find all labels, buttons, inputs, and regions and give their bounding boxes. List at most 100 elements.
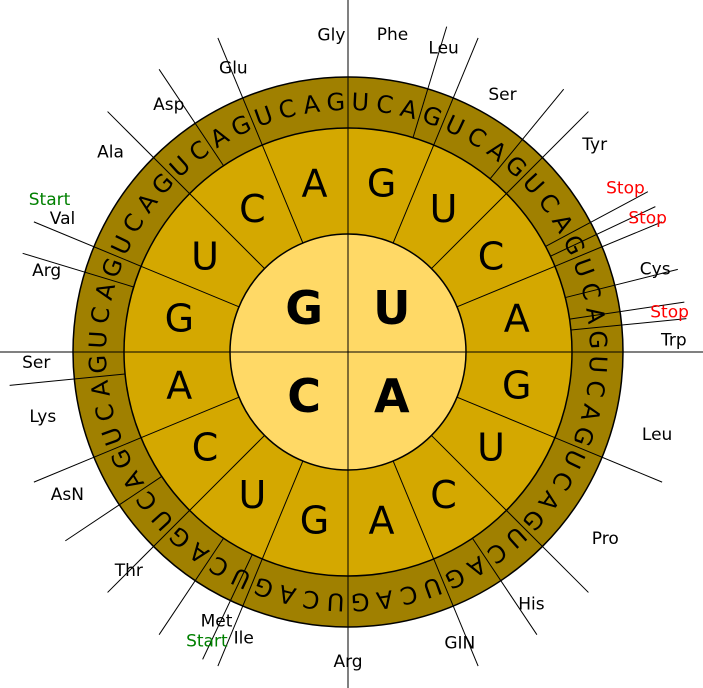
codon-group-divider: [107, 510, 190, 593]
third-base-letter: U: [326, 587, 345, 616]
second-base-letter: A: [369, 499, 395, 543]
amino-acid-label: Trp: [660, 331, 687, 351]
codon-group-divider: [33, 437, 142, 483]
sector-divider: [431, 193, 507, 269]
start-label: Start: [186, 631, 228, 651]
codon-group-divider: [506, 510, 589, 593]
second-base-letter: G: [300, 499, 329, 543]
sector-divider: [140, 265, 240, 308]
codon-group-divider: [433, 37, 479, 146]
sector-divider: [189, 193, 265, 269]
first-base-letter: G: [285, 281, 323, 335]
third-base-letter: C: [374, 90, 395, 120]
third-base-letter: A: [397, 94, 420, 125]
third-base-letter: C: [301, 584, 322, 614]
codon-group-divider: [506, 111, 589, 194]
amino-acid-label: Lys: [29, 407, 56, 427]
codon-group-divider: [472, 537, 538, 635]
third-base-letter: G: [350, 587, 370, 616]
amino-acid-label: Asp: [153, 95, 184, 115]
codon-group-divider: [554, 221, 663, 267]
amino-acid-label: His: [518, 594, 545, 614]
first-base-letter: U: [373, 281, 410, 335]
sector-divider: [456, 265, 556, 308]
third-base-letter: A: [575, 401, 606, 424]
second-base-letter: G: [502, 364, 531, 408]
second-base-letter: U: [477, 426, 505, 470]
second-base-letter: A: [504, 296, 530, 340]
sector-divider: [261, 144, 304, 244]
second-base-letter: G: [367, 161, 396, 205]
codon-group-divider: [158, 69, 224, 167]
amino-acid-label: Arg: [333, 652, 362, 672]
codon-group-divider: [33, 221, 142, 267]
third-base-letter: A: [580, 305, 610, 326]
third-base-letter: A: [301, 90, 322, 120]
amino-acid-label: Ser: [488, 85, 516, 105]
second-base-letter: C: [478, 234, 505, 278]
third-base-letter: G: [583, 330, 612, 350]
second-base-letter: C: [430, 473, 457, 517]
amino-acid-label: Ile: [234, 629, 254, 649]
codon-group-divider: [554, 437, 663, 483]
third-base-letter: G: [326, 88, 346, 117]
codon-group-divider: [202, 554, 253, 660]
third-base-letter: C: [86, 305, 116, 326]
codon-group-divider: [217, 37, 263, 146]
codon-group-divider: [158, 537, 224, 635]
third-base-letter: C: [575, 280, 606, 303]
codon-group-divider: [217, 558, 263, 667]
amino-acid-label: AsN: [51, 485, 84, 505]
amino-acid-label: Tyr: [581, 135, 607, 155]
amino-acid-label: Met: [201, 612, 233, 632]
third-base-letter: C: [580, 378, 610, 399]
codon-group-divider: [9, 373, 126, 386]
amino-acid-label: Leu: [642, 425, 672, 445]
third-base-letter: A: [86, 378, 116, 399]
third-base-letter: A: [90, 279, 121, 302]
second-base-letter: G: [165, 296, 194, 340]
amino-acid-label: GIN: [444, 633, 475, 653]
sector-divider: [189, 435, 265, 511]
codon-group-divider: [489, 88, 565, 180]
codon-group-divider: [569, 301, 685, 320]
codon-group-divider: [570, 318, 687, 331]
amino-acid-labels: PheLeuSerTyrStopStopCysStopTrpLeuProHisG…: [22, 25, 689, 672]
sector-divider: [261, 460, 304, 560]
third-base-letter: C: [397, 579, 420, 610]
sector-divider: [456, 396, 556, 439]
second-base-letter: C: [239, 187, 266, 231]
codon-group-divider: [65, 476, 163, 542]
amino-acid-label: Cys: [640, 260, 671, 280]
third-base-letter: C: [90, 401, 121, 424]
codon-group-divider: [22, 252, 134, 288]
codon-group-divider: [433, 558, 479, 667]
second-base-letter: U: [430, 187, 458, 231]
sector-divider: [392, 144, 435, 244]
first-base-letter: A: [374, 369, 410, 423]
codon-group-divider: [565, 268, 678, 299]
third-base-letter: U: [351, 88, 370, 117]
amino-acid-label: Glu: [219, 58, 248, 78]
codon-group-divider: [107, 111, 190, 194]
third-base-letter: U: [583, 355, 612, 374]
second-base-letter: U: [191, 234, 219, 278]
amino-acid-label: Leu: [428, 39, 458, 59]
amino-acid-label: Ala: [97, 143, 124, 163]
amino-acid-label: Ser: [22, 353, 50, 373]
amino-acid-label: Gly: [317, 25, 345, 45]
second-base-letter: C: [192, 426, 219, 470]
amino-acid-label: Thr: [114, 561, 143, 581]
first-base-letter: C: [287, 369, 321, 423]
third-base-letter: A: [374, 584, 395, 614]
second-base-letter: U: [239, 473, 267, 517]
sector-divider: [140, 396, 240, 439]
codon-group-divider: [550, 206, 656, 257]
amino-acid-label: Pro: [592, 529, 619, 549]
amino-acid-label: Arg: [32, 261, 61, 281]
third-base-letter: U: [84, 330, 113, 349]
codon-group-divider: [412, 26, 448, 138]
sector-divider: [431, 435, 507, 511]
